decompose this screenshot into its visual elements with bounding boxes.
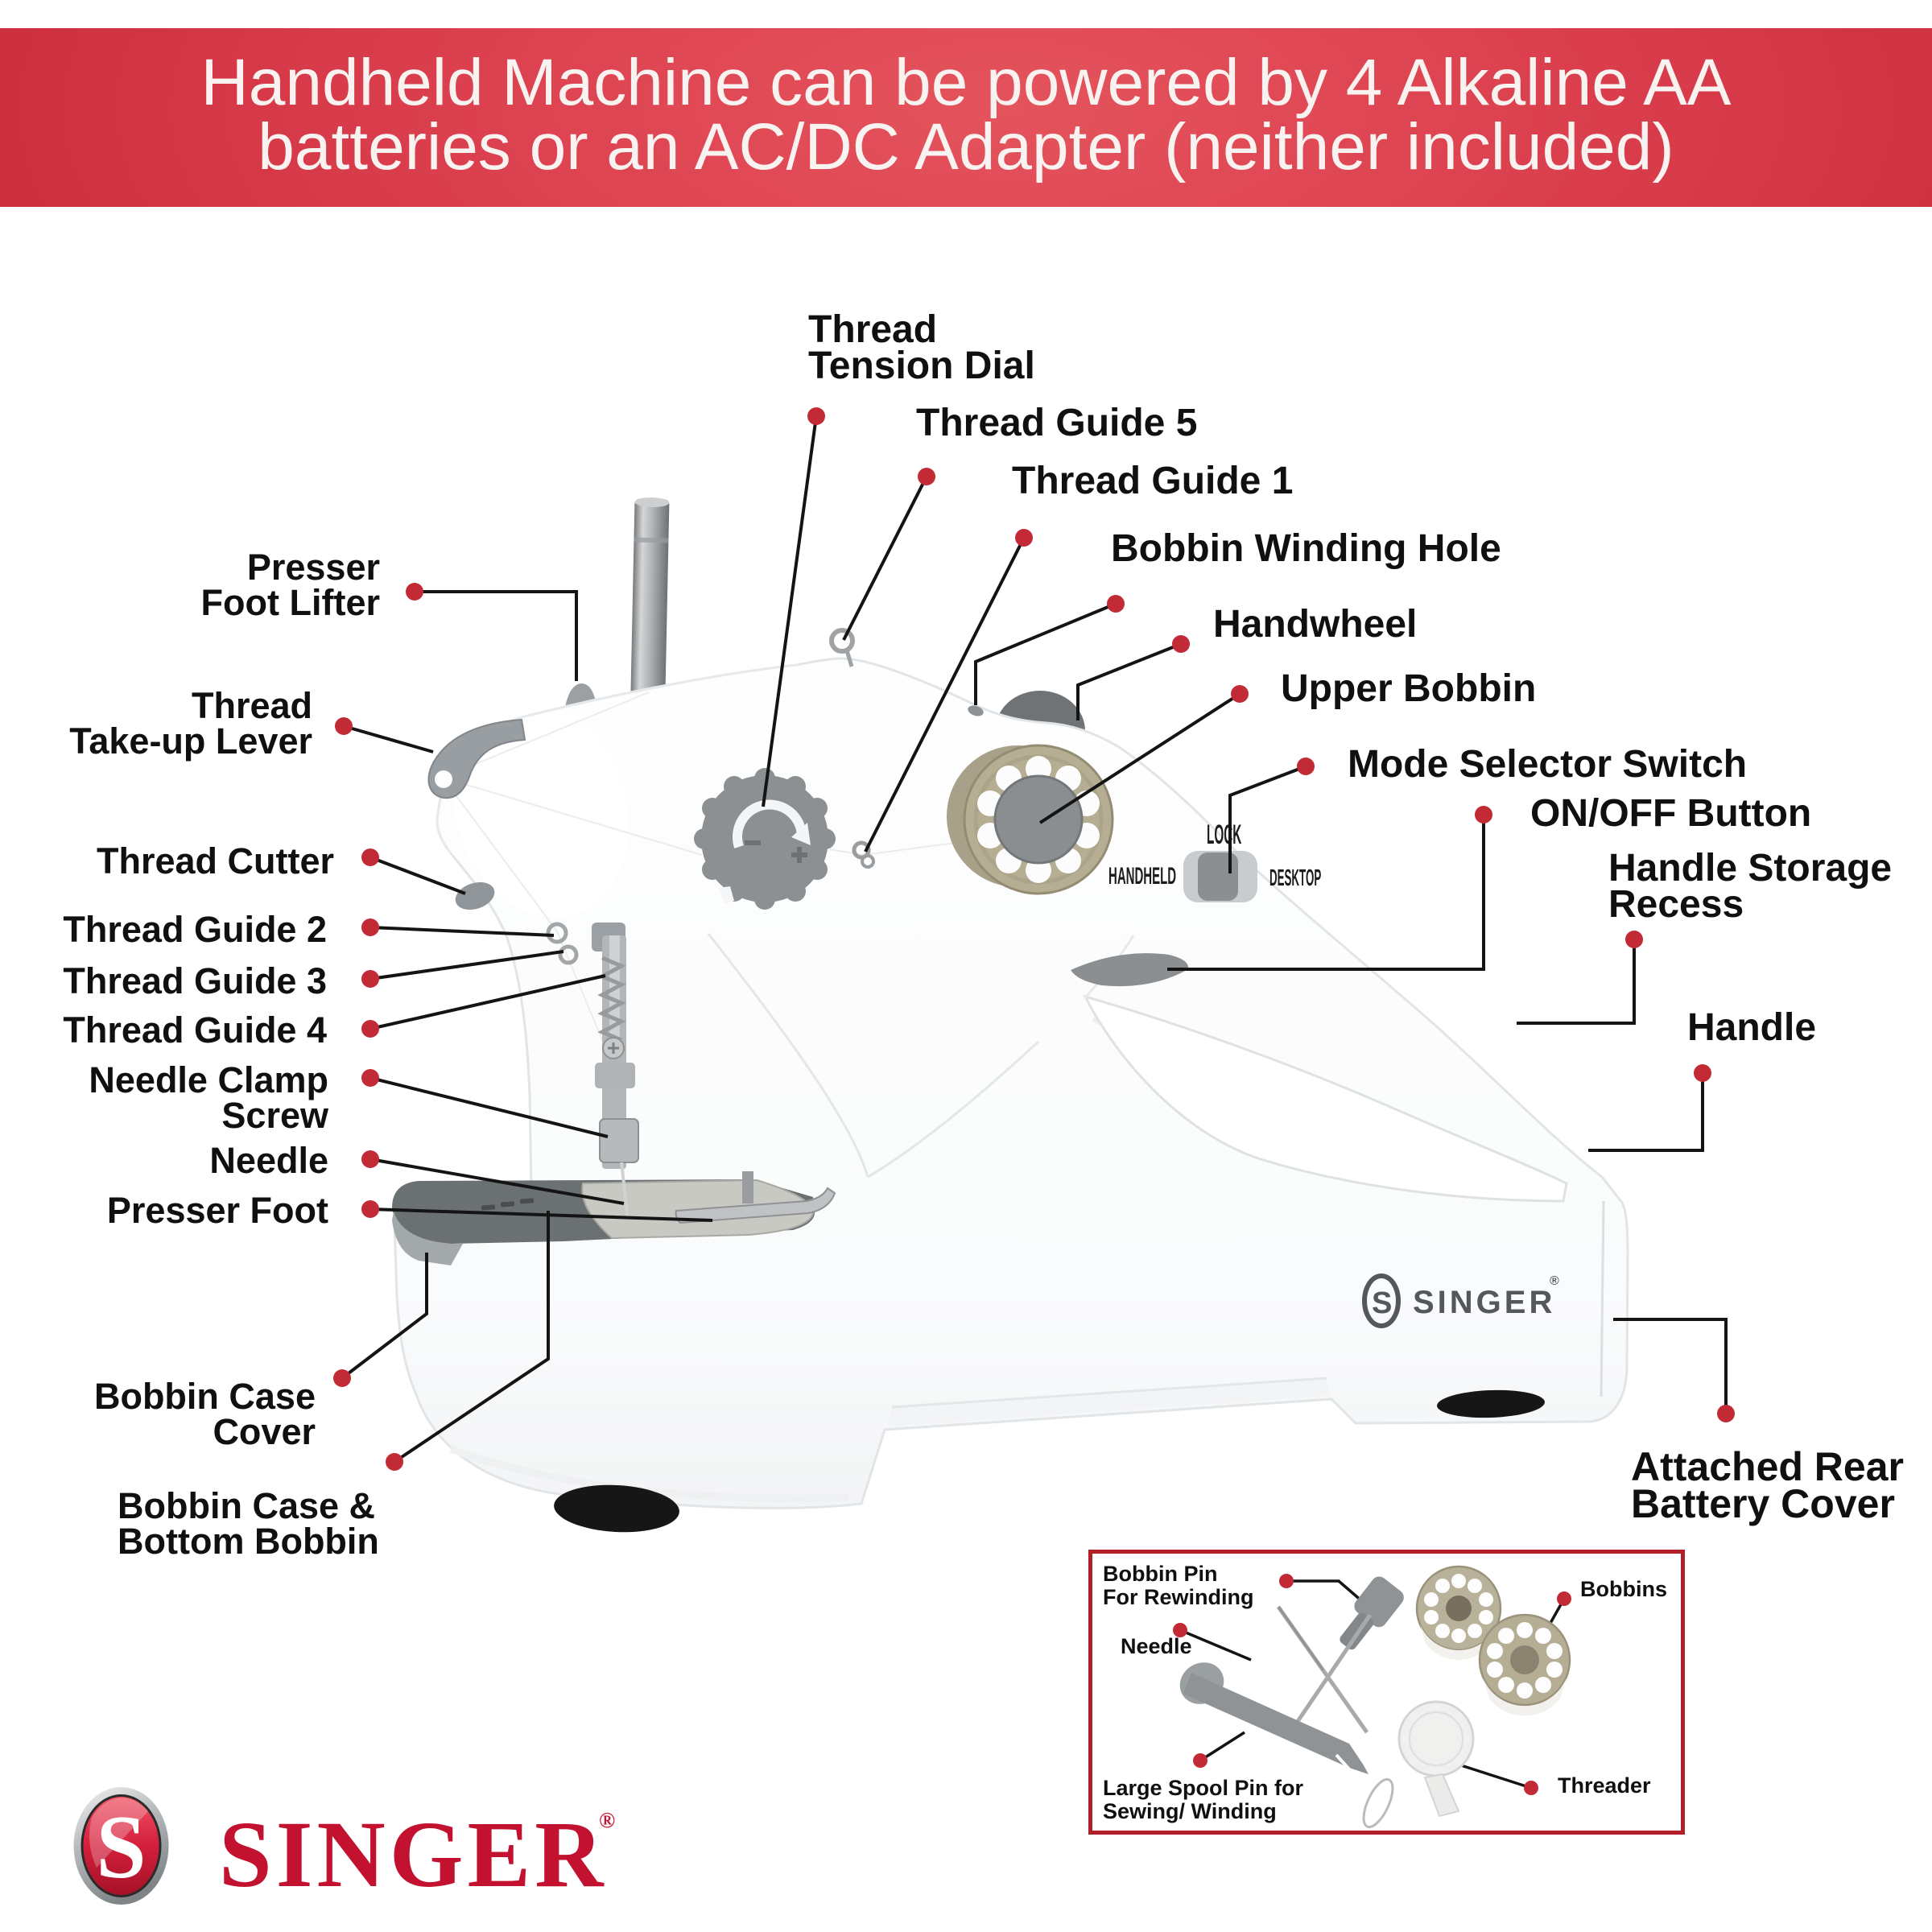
svg-text:DESKTOP: DESKTOP	[1269, 865, 1321, 890]
svg-text:®: ®	[1550, 1274, 1559, 1288]
svg-text:HANDHELD: HANDHELD	[1108, 864, 1176, 890]
svg-text:S: S	[96, 1798, 146, 1897]
svg-text:SINGER: SINGER	[1413, 1285, 1555, 1320]
svg-text:LOCK: LOCK	[1207, 819, 1241, 850]
svg-text:S: S	[1372, 1286, 1392, 1320]
